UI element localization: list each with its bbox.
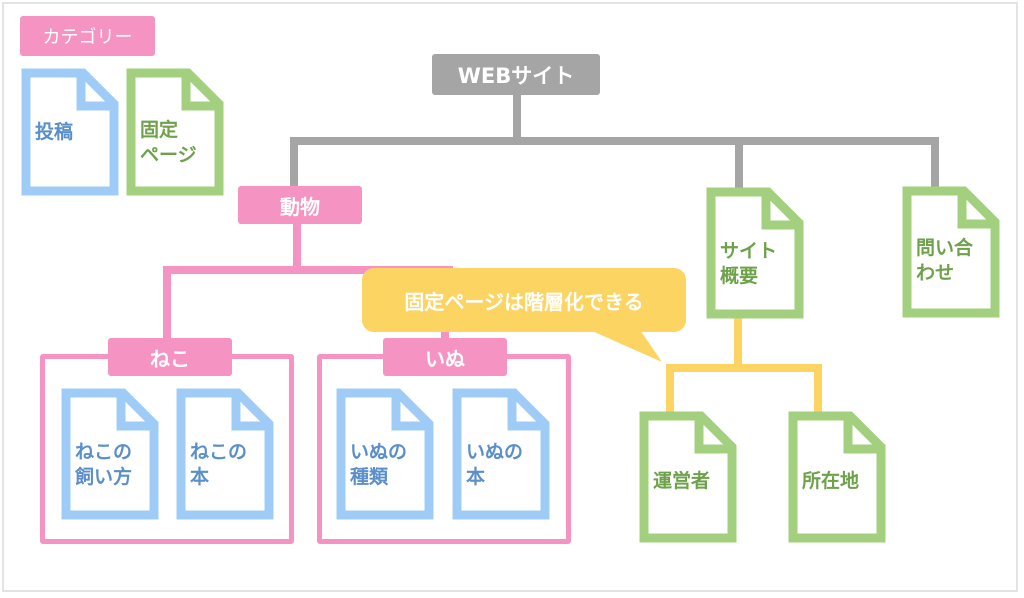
- document-icon: [452, 388, 550, 520]
- child-page-doc: 運営者: [639, 411, 737, 543]
- connector-line: [814, 364, 822, 416]
- connector-line: [734, 316, 742, 370]
- connector-line: [163, 266, 171, 342]
- callout-bubble: 固定ページは階層化できる: [362, 268, 686, 332]
- post-doc: いぬの 種類: [336, 388, 434, 520]
- child-page-doc: 所在地: [788, 411, 886, 543]
- doc-text-line: いぬの: [466, 441, 524, 463]
- legend-post-doc: 投稿: [21, 68, 119, 196]
- doc-text-line: 本: [466, 465, 486, 488]
- subcategory-node: いぬ: [383, 338, 507, 376]
- document-icon: [639, 411, 737, 543]
- post-doc: いぬの 本: [452, 388, 550, 520]
- doc-text-line: 固定: [140, 119, 179, 141]
- connector-line: [735, 137, 743, 189]
- subcategory-node: ねこ: [108, 338, 232, 376]
- connector-line: [290, 137, 298, 189]
- connector-line: [931, 137, 939, 189]
- doc-text-line: ページ: [140, 143, 197, 166]
- document-icon: [126, 68, 224, 196]
- doc-text-line: いぬの: [350, 441, 408, 463]
- doc-text-line: ねこの: [190, 441, 248, 463]
- document-icon: [788, 411, 886, 543]
- document-icon: [336, 388, 434, 520]
- doc-text-line: サイト: [720, 240, 778, 262]
- page-doc: サイト 概要: [706, 187, 804, 319]
- connector-line: [513, 92, 521, 140]
- post-doc: ねこの 本: [176, 388, 274, 520]
- doc-text-line: 所在地: [802, 470, 860, 492]
- post-doc: ねこの 飼い方: [61, 388, 159, 520]
- doc-text-line: わせ: [916, 261, 955, 284]
- legend-category-label: カテゴリー: [20, 16, 155, 56]
- doc-text-line: 概要: [720, 264, 759, 287]
- connector-line: [666, 364, 674, 416]
- doc-text-line: ねこの: [75, 441, 133, 463]
- doc-text-line: 問い合: [916, 237, 974, 259]
- connector-line: [163, 266, 453, 274]
- connector-line: [290, 137, 939, 145]
- doc-text-line: 投稿: [35, 121, 74, 143]
- doc-text-line: 本: [190, 465, 210, 488]
- legend-page-doc: 固定 ページ: [126, 68, 224, 196]
- connector-line: [293, 220, 301, 270]
- callout-tail: [590, 330, 662, 362]
- document-icon: [176, 388, 274, 520]
- connector-line: [666, 364, 822, 372]
- doc-text-line: 種類: [350, 465, 389, 488]
- document-icon: [61, 388, 159, 520]
- doc-text-line: 運営者: [653, 470, 711, 492]
- doc-text-line: 飼い方: [75, 465, 133, 488]
- document-icon: [902, 186, 1000, 318]
- document-icon: [21, 68, 119, 196]
- root-node: WEBサイト: [432, 54, 600, 95]
- category-node: 動物: [238, 186, 362, 224]
- document-icon: [706, 187, 804, 319]
- page-doc: 問い合 わせ: [902, 186, 1000, 318]
